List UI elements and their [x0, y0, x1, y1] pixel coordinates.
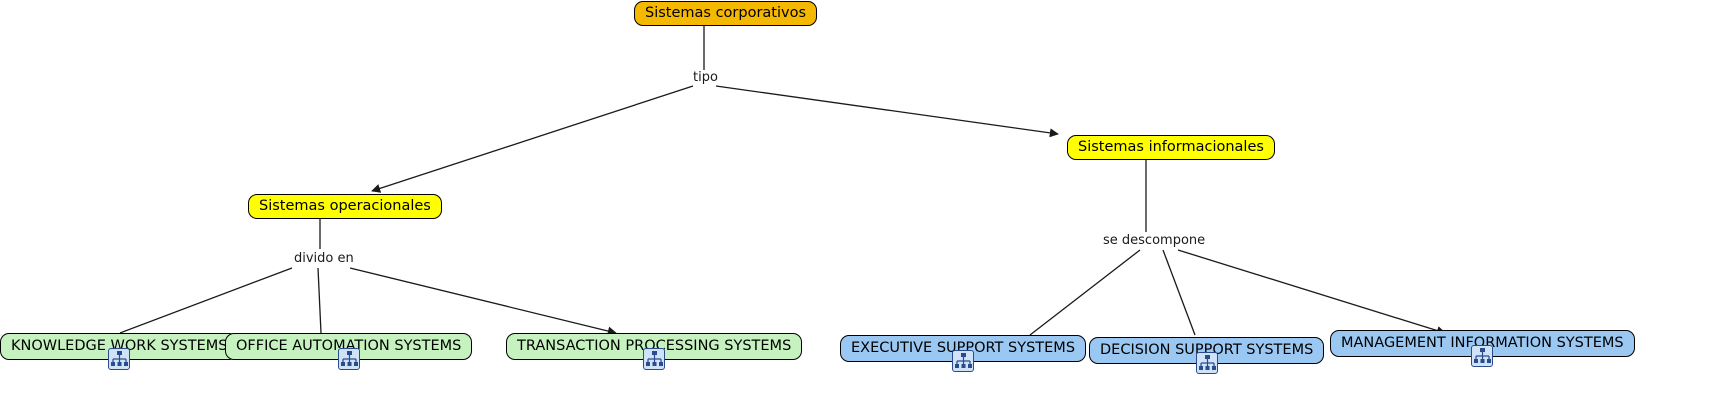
node-sistemas-informacionales[interactable]: Sistemas informacionales: [1067, 135, 1275, 160]
hierarchy-tree-icon[interactable]: [952, 350, 975, 372]
edge-descompone-to-executive-support: [1029, 249, 1141, 336]
node-label: Sistemas corporativos: [645, 5, 807, 22]
edge-descompone-to-decision-support: [1162, 249, 1196, 336]
node-executive-support-systems[interactable]: EXECUTIVE SUPPORT SYSTEMS: [840, 335, 1087, 372]
node-label: TRANSACTION PROCESSING SYSTEMS: [517, 338, 792, 355]
node-label: MANAGEMENT INFORMATION SYSTEMS: [1341, 335, 1624, 352]
node-sistemas-corporativos[interactable]: Sistemas corporativos: [634, 1, 818, 26]
node-knowledge-work-systems[interactable]: KNOWLEDGE WORK SYSTEMS: [0, 333, 239, 370]
hierarchy-tree-icon[interactable]: [643, 348, 666, 370]
edge-descompone-to-management-information: [1177, 249, 1446, 335]
node-label: DECISION SUPPORT SYSTEMS: [1100, 342, 1314, 359]
hierarchy-tree-icon[interactable]: [337, 348, 360, 370]
node-label: Sistemas operacionales: [259, 198, 431, 215]
edge-divido-to-transaction-processing: [349, 267, 617, 336]
node-sistemas-operacionales[interactable]: Sistemas operacionales: [248, 194, 442, 219]
edge-label-se-descompone: se descompone: [1100, 234, 1209, 247]
hierarchy-tree-icon[interactable]: [1471, 345, 1494, 367]
node-label: EXECUTIVE SUPPORT SYSTEMS: [851, 340, 1076, 357]
edge-label-tipo: tipo: [690, 71, 721, 84]
edge-divido-to-knowledge-work: [119, 267, 293, 334]
edge-tipo-to-operacionales: [371, 85, 694, 193]
node-label: Sistemas informacionales: [1078, 139, 1264, 156]
hierarchy-tree-icon[interactable]: [108, 348, 131, 370]
edge-label-divido-en: divido en: [291, 252, 357, 265]
edge-divido-to-office-automation: [317, 267, 322, 334]
node-label: KNOWLEDGE WORK SYSTEMS: [11, 338, 228, 355]
hierarchy-tree-icon[interactable]: [1195, 352, 1218, 374]
node-transaction-processing-systems[interactable]: TRANSACTION PROCESSING SYSTEMS: [506, 333, 803, 370]
node-management-information-systems[interactable]: MANAGEMENT INFORMATION SYSTEMS: [1330, 330, 1635, 367]
node-label: OFFICE AUTOMATION SYSTEMS: [236, 338, 462, 355]
node-decision-support-systems[interactable]: DECISION SUPPORT SYSTEMS: [1089, 337, 1325, 374]
edge-tipo-to-informacionales: [715, 85, 1059, 138]
node-office-automation-systems[interactable]: OFFICE AUTOMATION SYSTEMS: [225, 333, 473, 370]
